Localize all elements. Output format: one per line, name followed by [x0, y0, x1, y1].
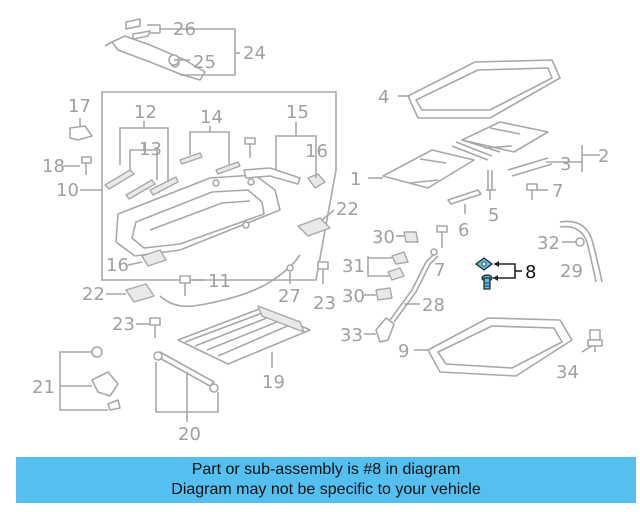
- callout-31: 31: [342, 256, 365, 277]
- part-11-screw: [179, 275, 191, 296]
- part-2-glass-panel: [461, 121, 549, 153]
- callout-23-lower: 23: [112, 314, 135, 335]
- part-16-clip-bottom: [141, 249, 167, 267]
- part-15-guide: [243, 167, 326, 189]
- callout-4: 4: [378, 87, 389, 108]
- callout-25: 25: [193, 52, 216, 73]
- callout-22-upper: 22: [336, 199, 359, 220]
- part-screw-center: [244, 137, 256, 158]
- part-26-pin: [125, 18, 161, 40]
- callout-16-bottom: 16: [106, 255, 129, 276]
- part-4-glass-seal: [407, 59, 561, 119]
- part-32-clip: [575, 237, 585, 247]
- callout-30-upper: 30: [372, 227, 395, 248]
- callout-16-top: 16: [305, 141, 328, 162]
- part-3-strips: [451, 139, 553, 177]
- callout-13: 13: [139, 139, 162, 160]
- callout-6: 6: [458, 220, 469, 241]
- callout-15: 15: [286, 102, 309, 123]
- part-7-screw-right: [526, 183, 538, 200]
- part-21-bracket: [91, 346, 121, 411]
- callout-32: 32: [537, 233, 560, 254]
- part-34-grommet: [587, 329, 603, 352]
- callout-18: 18: [42, 156, 65, 177]
- part-8-highlighted: [475, 257, 493, 290]
- callout-30-lower: 30: [342, 286, 365, 307]
- part-22-block-upper: [297, 217, 331, 237]
- callout-5: 5: [488, 205, 499, 226]
- callout-11: 11: [208, 271, 231, 292]
- part-30-clip-upper: [403, 231, 419, 243]
- part-18-screw: [81, 156, 92, 175]
- callout-17: 17: [68, 96, 91, 117]
- part-30-clip-lower: [375, 287, 393, 301]
- callout-23-upper: 23: [313, 293, 336, 314]
- callout-29: 29: [560, 261, 583, 282]
- part-27-cable: [159, 254, 301, 308]
- sunroof-frame: [115, 174, 281, 257]
- callout-22-lower: 22: [82, 284, 105, 305]
- callout-8-highlighted: 8: [525, 262, 536, 283]
- part-25-screw: [168, 54, 190, 66]
- part-31-clips: [387, 251, 409, 281]
- callout-14: 14: [200, 107, 223, 128]
- callout-7-left: 7: [434, 260, 445, 281]
- part-23-screw-upper: [317, 261, 329, 284]
- part-12-rails: [104, 169, 179, 200]
- callout-28: 28: [422, 295, 445, 316]
- callout-34: 34: [556, 362, 579, 383]
- callout-21: 21: [32, 377, 55, 398]
- callout-19: 19: [262, 372, 285, 393]
- part-29-hose: [559, 220, 603, 283]
- part-9-seal: [427, 317, 573, 377]
- callout-7-right: 7: [552, 181, 563, 202]
- banner-line-1: Part or sub-assembly is #8 in diagram: [191, 461, 461, 478]
- callout-33: 33: [340, 325, 363, 346]
- part-23-screw-lower: [149, 317, 161, 338]
- part-7-screw-left: [436, 225, 448, 248]
- part-22-block-lower: [125, 283, 155, 303]
- callout-12: 12: [134, 102, 157, 123]
- part-24-rail: [104, 35, 206, 81]
- part-33-drain: [375, 317, 395, 343]
- part-19-sunshade: [177, 305, 311, 365]
- callout-26: 26: [173, 19, 196, 40]
- parts-diagram: 26 25 24 17 18 10 12 13 14: [32, 18, 609, 445]
- callout-27: 27: [278, 286, 301, 307]
- banner-line-2: Diagram may not be specific to your vehi…: [171, 481, 481, 498]
- callout-2: 2: [598, 146, 609, 167]
- part-28-hose: [389, 248, 439, 323]
- part-1-panel: [382, 149, 475, 189]
- callout-10: 10: [56, 180, 79, 201]
- callout-20: 20: [178, 424, 201, 445]
- info-banner: Part or sub-assembly is #8 in diagram Di…: [16, 457, 636, 503]
- callout-9: 9: [398, 341, 409, 362]
- callout-1: 1: [350, 169, 361, 190]
- part-20-rod: [153, 351, 219, 393]
- part-17-bracket: [69, 118, 93, 141]
- part-6-strip: [447, 189, 482, 205]
- callout-24: 24: [243, 43, 266, 64]
- callout-3: 3: [560, 154, 571, 175]
- part-14-clips: [179, 152, 241, 175]
